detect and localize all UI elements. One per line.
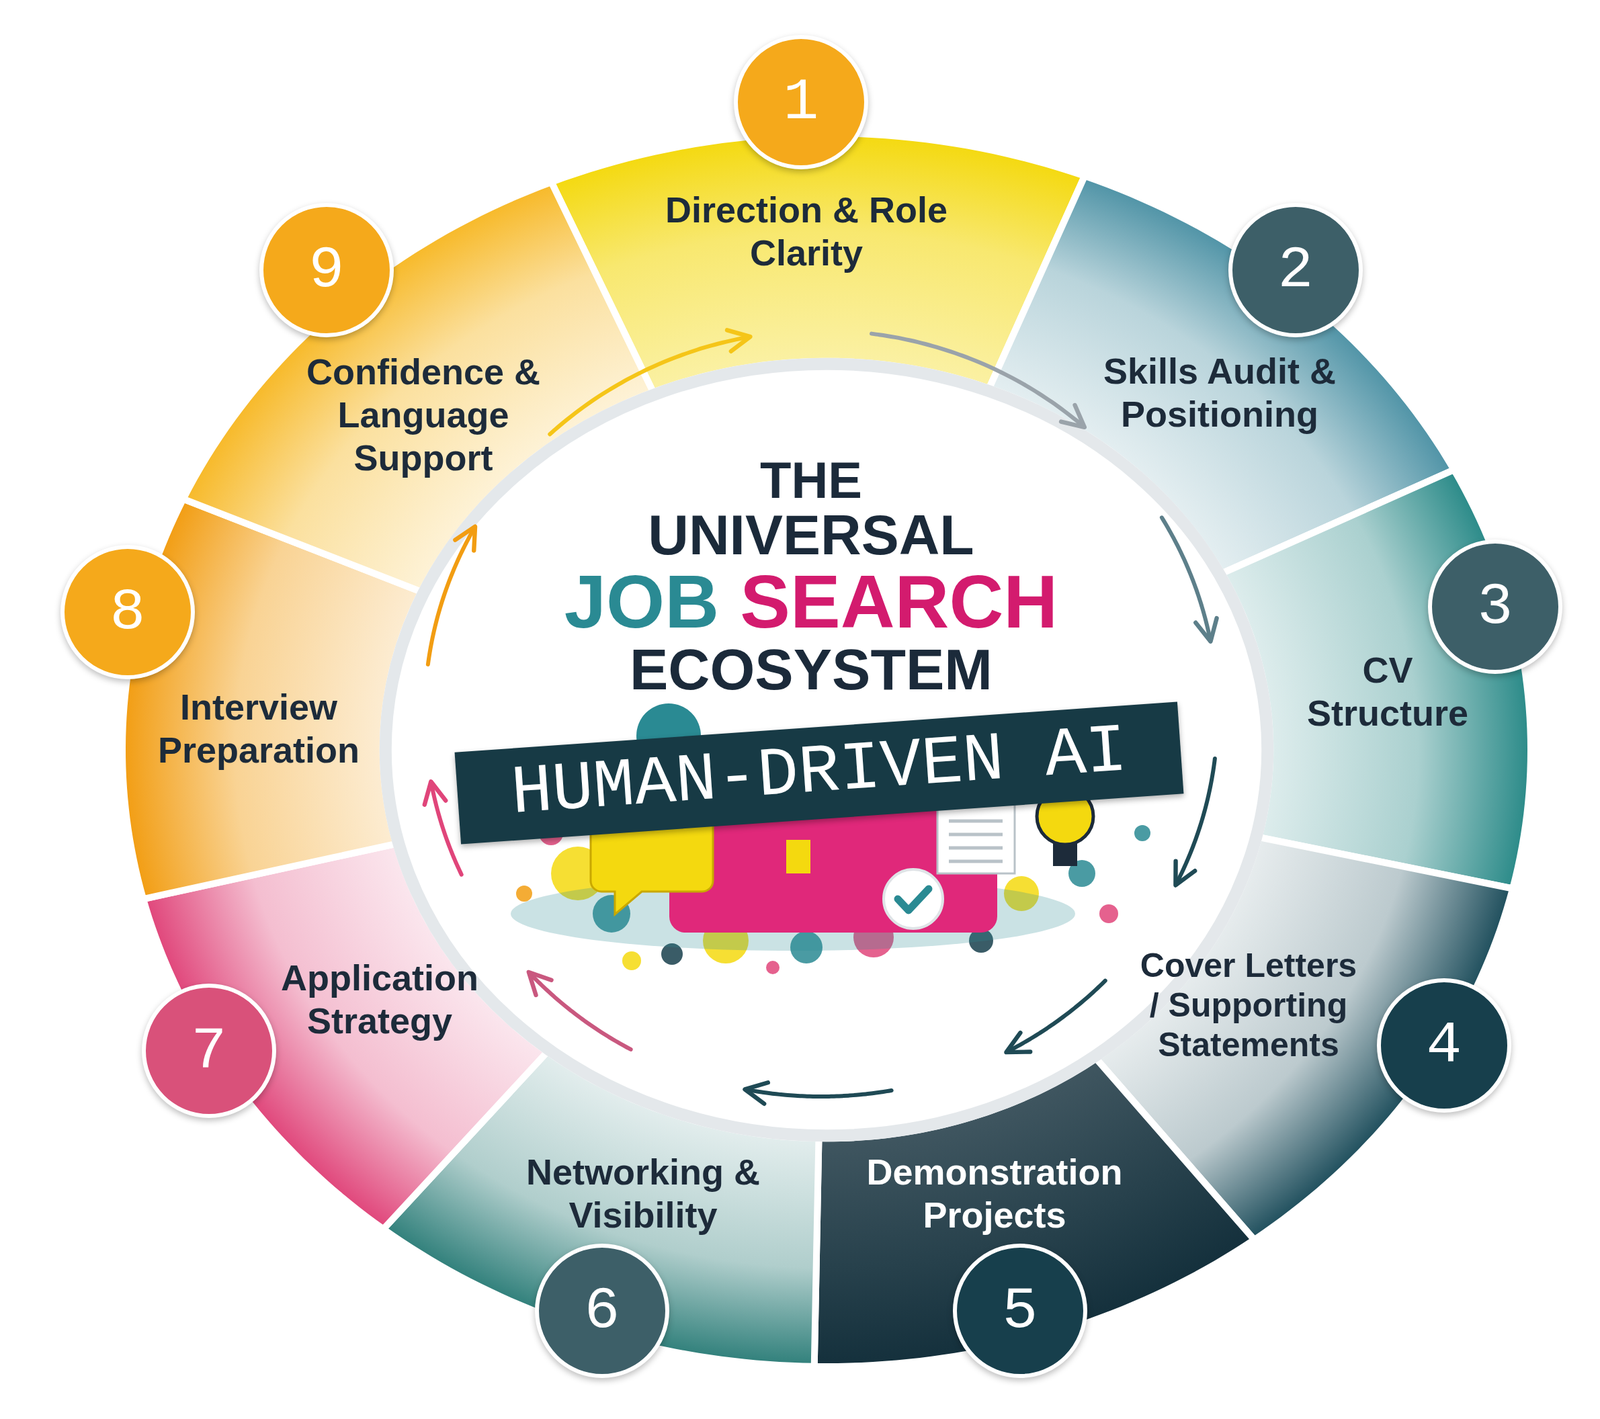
ring-segment-node: Networking & Visibility6: [491, 1151, 795, 1237]
ring-segment-node: Cover Letters / Supporting Statements4: [1134, 946, 1363, 1066]
segment-label: Cover Letters / Supporting Statements: [1134, 946, 1363, 1066]
ring-segment-node: Interview Preparation8: [131, 686, 387, 772]
center-disk: [385, 364, 1268, 1137]
paint-splash: [516, 885, 533, 902]
segment-label: Demonstration Projects: [833, 1151, 1156, 1237]
cycle-arrow: [431, 784, 462, 875]
segment-label: Confidence & Language Support: [268, 350, 578, 480]
light-bulb-base: [1053, 843, 1078, 867]
callout-number: 2: [1228, 202, 1363, 338]
callout-number: 3: [1427, 539, 1563, 675]
cycle-arrow: [549, 337, 748, 435]
paint-splash: [1099, 904, 1119, 924]
banner: HUMAN-DRIVEN AI: [454, 701, 1185, 845]
title-word: ECOSYSTEM: [629, 637, 993, 702]
cycle-arrow: [530, 974, 631, 1050]
paint-splash: [622, 951, 642, 971]
ring-segment-node: CV Structure3: [1276, 649, 1499, 735]
cycle-arrow: [1008, 981, 1106, 1052]
segment-label: Networking & Visibility: [491, 1151, 795, 1237]
segment-label: Direction & Role Clarity: [648, 188, 965, 275]
segment-label: Interview Preparation: [131, 686, 387, 772]
callout-number: 8: [60, 544, 195, 680]
title-word: SEARCH: [739, 559, 1058, 644]
cycle-arrow: [1161, 517, 1211, 640]
title-word: THE: [760, 451, 863, 509]
paint-splash: [766, 960, 780, 975]
document-line: [948, 846, 1003, 851]
ring-segment-node: Direction & Role Clarity1: [648, 188, 965, 275]
callout-number: 5: [952, 1243, 1088, 1379]
ring-segment-node: Demonstration Projects5: [833, 1151, 1156, 1237]
segment-label: Application Strategy: [245, 956, 515, 1043]
check-badge: [883, 869, 943, 929]
ring-segment-node: Skills Audit & Positioning2: [1061, 350, 1378, 436]
callout-number: 9: [259, 202, 394, 338]
cycle-arrow: [871, 333, 1083, 427]
document-line: [948, 819, 1003, 824]
check-mark: [897, 889, 929, 911]
callout-number: 7: [141, 983, 277, 1119]
document-line: [948, 860, 1003, 864]
title-word: UNIVERSAL: [647, 503, 974, 567]
title-word: JOB: [564, 559, 720, 644]
segment-label: Skills Audit & Positioning: [1061, 350, 1378, 436]
briefcase-clasp: [786, 839, 811, 874]
callout-number: 4: [1376, 978, 1512, 1113]
callout-number: 1: [733, 34, 869, 170]
center-title: THE UNIVERSAL JOB SEARCH ECOSYSTEM: [441, 454, 1181, 700]
document-line: [948, 833, 1003, 837]
banner-label: HUMAN-DRIVEN AI: [454, 701, 1185, 845]
cycle-arrow: [747, 1089, 892, 1097]
ring-segment-node: Confidence & Language Support9: [268, 350, 578, 480]
ring-segment: [1221, 469, 1531, 889]
cycle-arrow: [428, 528, 474, 665]
paint-splash: [1134, 825, 1151, 842]
ring-segment-node: Application Strategy7: [245, 956, 515, 1043]
callout-number: 6: [534, 1243, 670, 1379]
